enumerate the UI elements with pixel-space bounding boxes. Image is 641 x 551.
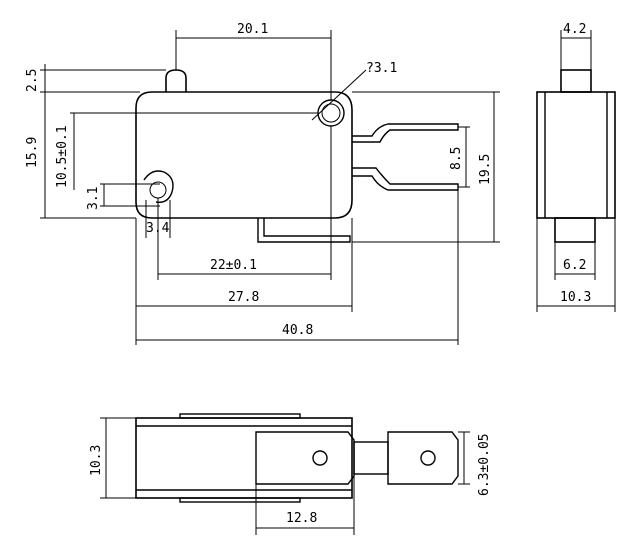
dim-top-view-width: 10.3 — [89, 445, 104, 476]
dim-hole-spacing-vertical: 10.5±0.1 — [55, 125, 70, 188]
dim-top-width: 20.1 — [237, 22, 268, 37]
dim-overall-length: 40.8 — [282, 323, 313, 338]
terminal-upper — [352, 123, 459, 143]
dim-hole-spacing-horizontal: 22±0.1 — [210, 258, 257, 273]
dim-hole-diameter: ?3.1 — [366, 61, 397, 76]
mounting-hole-small — [143, 170, 174, 203]
actuator-button — [165, 69, 187, 92]
top-view-tab-2 — [387, 431, 459, 485]
dim-body-height: 15.9 — [25, 137, 40, 168]
dim-overall-height: 19.5 — [478, 154, 493, 185]
dim-small-hole: 3.1 — [86, 187, 101, 210]
end-view-actuator — [560, 69, 592, 93]
dim-terminal-pitch: 8.5 — [449, 147, 464, 170]
dim-tab-length: 12.8 — [286, 511, 317, 526]
dim-end-bottom: 6.2 — [563, 258, 586, 273]
switch-body-outline — [135, 91, 353, 219]
terminal-lower — [352, 167, 459, 191]
dim-end-width: 10.3 — [560, 290, 591, 305]
top-view-body — [135, 417, 353, 499]
end-view: 4.2 6.2 10.3 — [536, 22, 616, 312]
top-view: 10.3 6.3±0.05 12.8 — [89, 413, 492, 535]
end-view-body — [536, 91, 616, 219]
side-view: 20.1 ?3.1 2.5 15.9 10.5±0.1 3.1 3.4 8.5 — [25, 22, 500, 345]
terminal-bottom — [257, 218, 351, 243]
dim-actuator-height: 2.5 — [25, 69, 40, 92]
end-view-terminal — [554, 217, 596, 243]
top-view-tab-1 — [255, 431, 355, 485]
dim-end-top: 4.2 — [563, 22, 586, 37]
dim-body-length: 27.8 — [228, 290, 259, 305]
dim-tab-width: 6.3±0.05 — [477, 433, 492, 496]
